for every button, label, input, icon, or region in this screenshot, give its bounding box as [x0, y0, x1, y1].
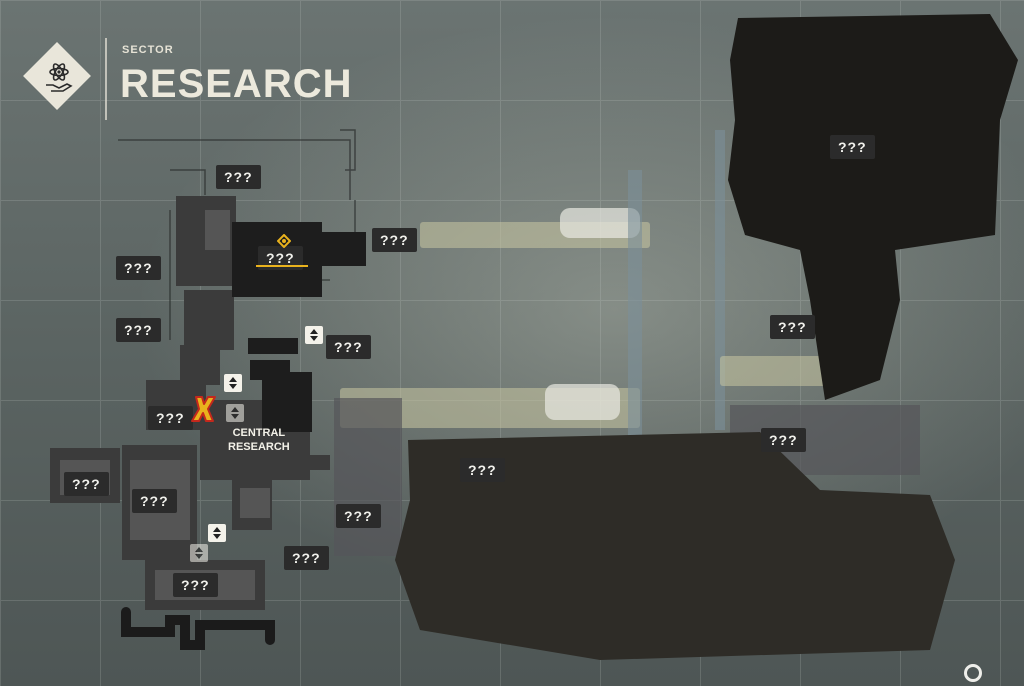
sector-label: SECTOR: [122, 44, 174, 56]
unknown-area-label[interactable]: ???: [830, 135, 875, 159]
elevator-icon[interactable]: [305, 326, 323, 344]
central-label-line1: CENTRAL: [232, 427, 286, 439]
unknown-area-label[interactable]: ???: [148, 406, 193, 430]
unknown-area-label[interactable]: ???: [372, 228, 417, 252]
unknown-area-label[interactable]: ???: [761, 428, 806, 452]
unknown-area-label[interactable]: ???: [336, 504, 381, 528]
unknown-area-label[interactable]: ???: [770, 315, 815, 339]
unknown-area-label[interactable]: ???: [64, 472, 109, 496]
header-divider: [105, 38, 107, 120]
unknown-area-label[interactable]: ???: [216, 165, 261, 189]
background-pole: [715, 130, 725, 430]
unknown-area-label[interactable]: ???: [116, 256, 161, 280]
background-pillow: [545, 384, 620, 420]
unknown-area-label[interactable]: ???: [173, 573, 218, 597]
background-pillow: [560, 208, 640, 238]
loading-ring-icon: [964, 664, 982, 682]
x-marker-icon: [191, 396, 216, 422]
elevator-icon[interactable]: [208, 524, 226, 542]
diamond-marker-icon[interactable]: [277, 234, 291, 248]
unknown-area-label[interactable]: ???: [284, 546, 329, 570]
sector-title: RESEARCH: [120, 62, 353, 106]
elevator-icon[interactable]: [190, 544, 208, 562]
objective-underline: [256, 265, 308, 267]
unknown-area-label[interactable]: ???: [326, 335, 371, 359]
central-research-label[interactable]: CENTRAL RESEARCH: [228, 426, 290, 454]
elevator-icon[interactable]: [226, 404, 244, 422]
unknown-area-label[interactable]: ???: [132, 489, 177, 513]
unknown-area-label[interactable]: ???: [460, 458, 505, 482]
unknown-area-label[interactable]: ???: [116, 318, 161, 342]
central-label-line2: RESEARCH: [228, 441, 290, 453]
atom-hand-icon: [46, 63, 73, 92]
background-pole: [628, 170, 642, 440]
elevator-icon[interactable]: [224, 374, 242, 392]
